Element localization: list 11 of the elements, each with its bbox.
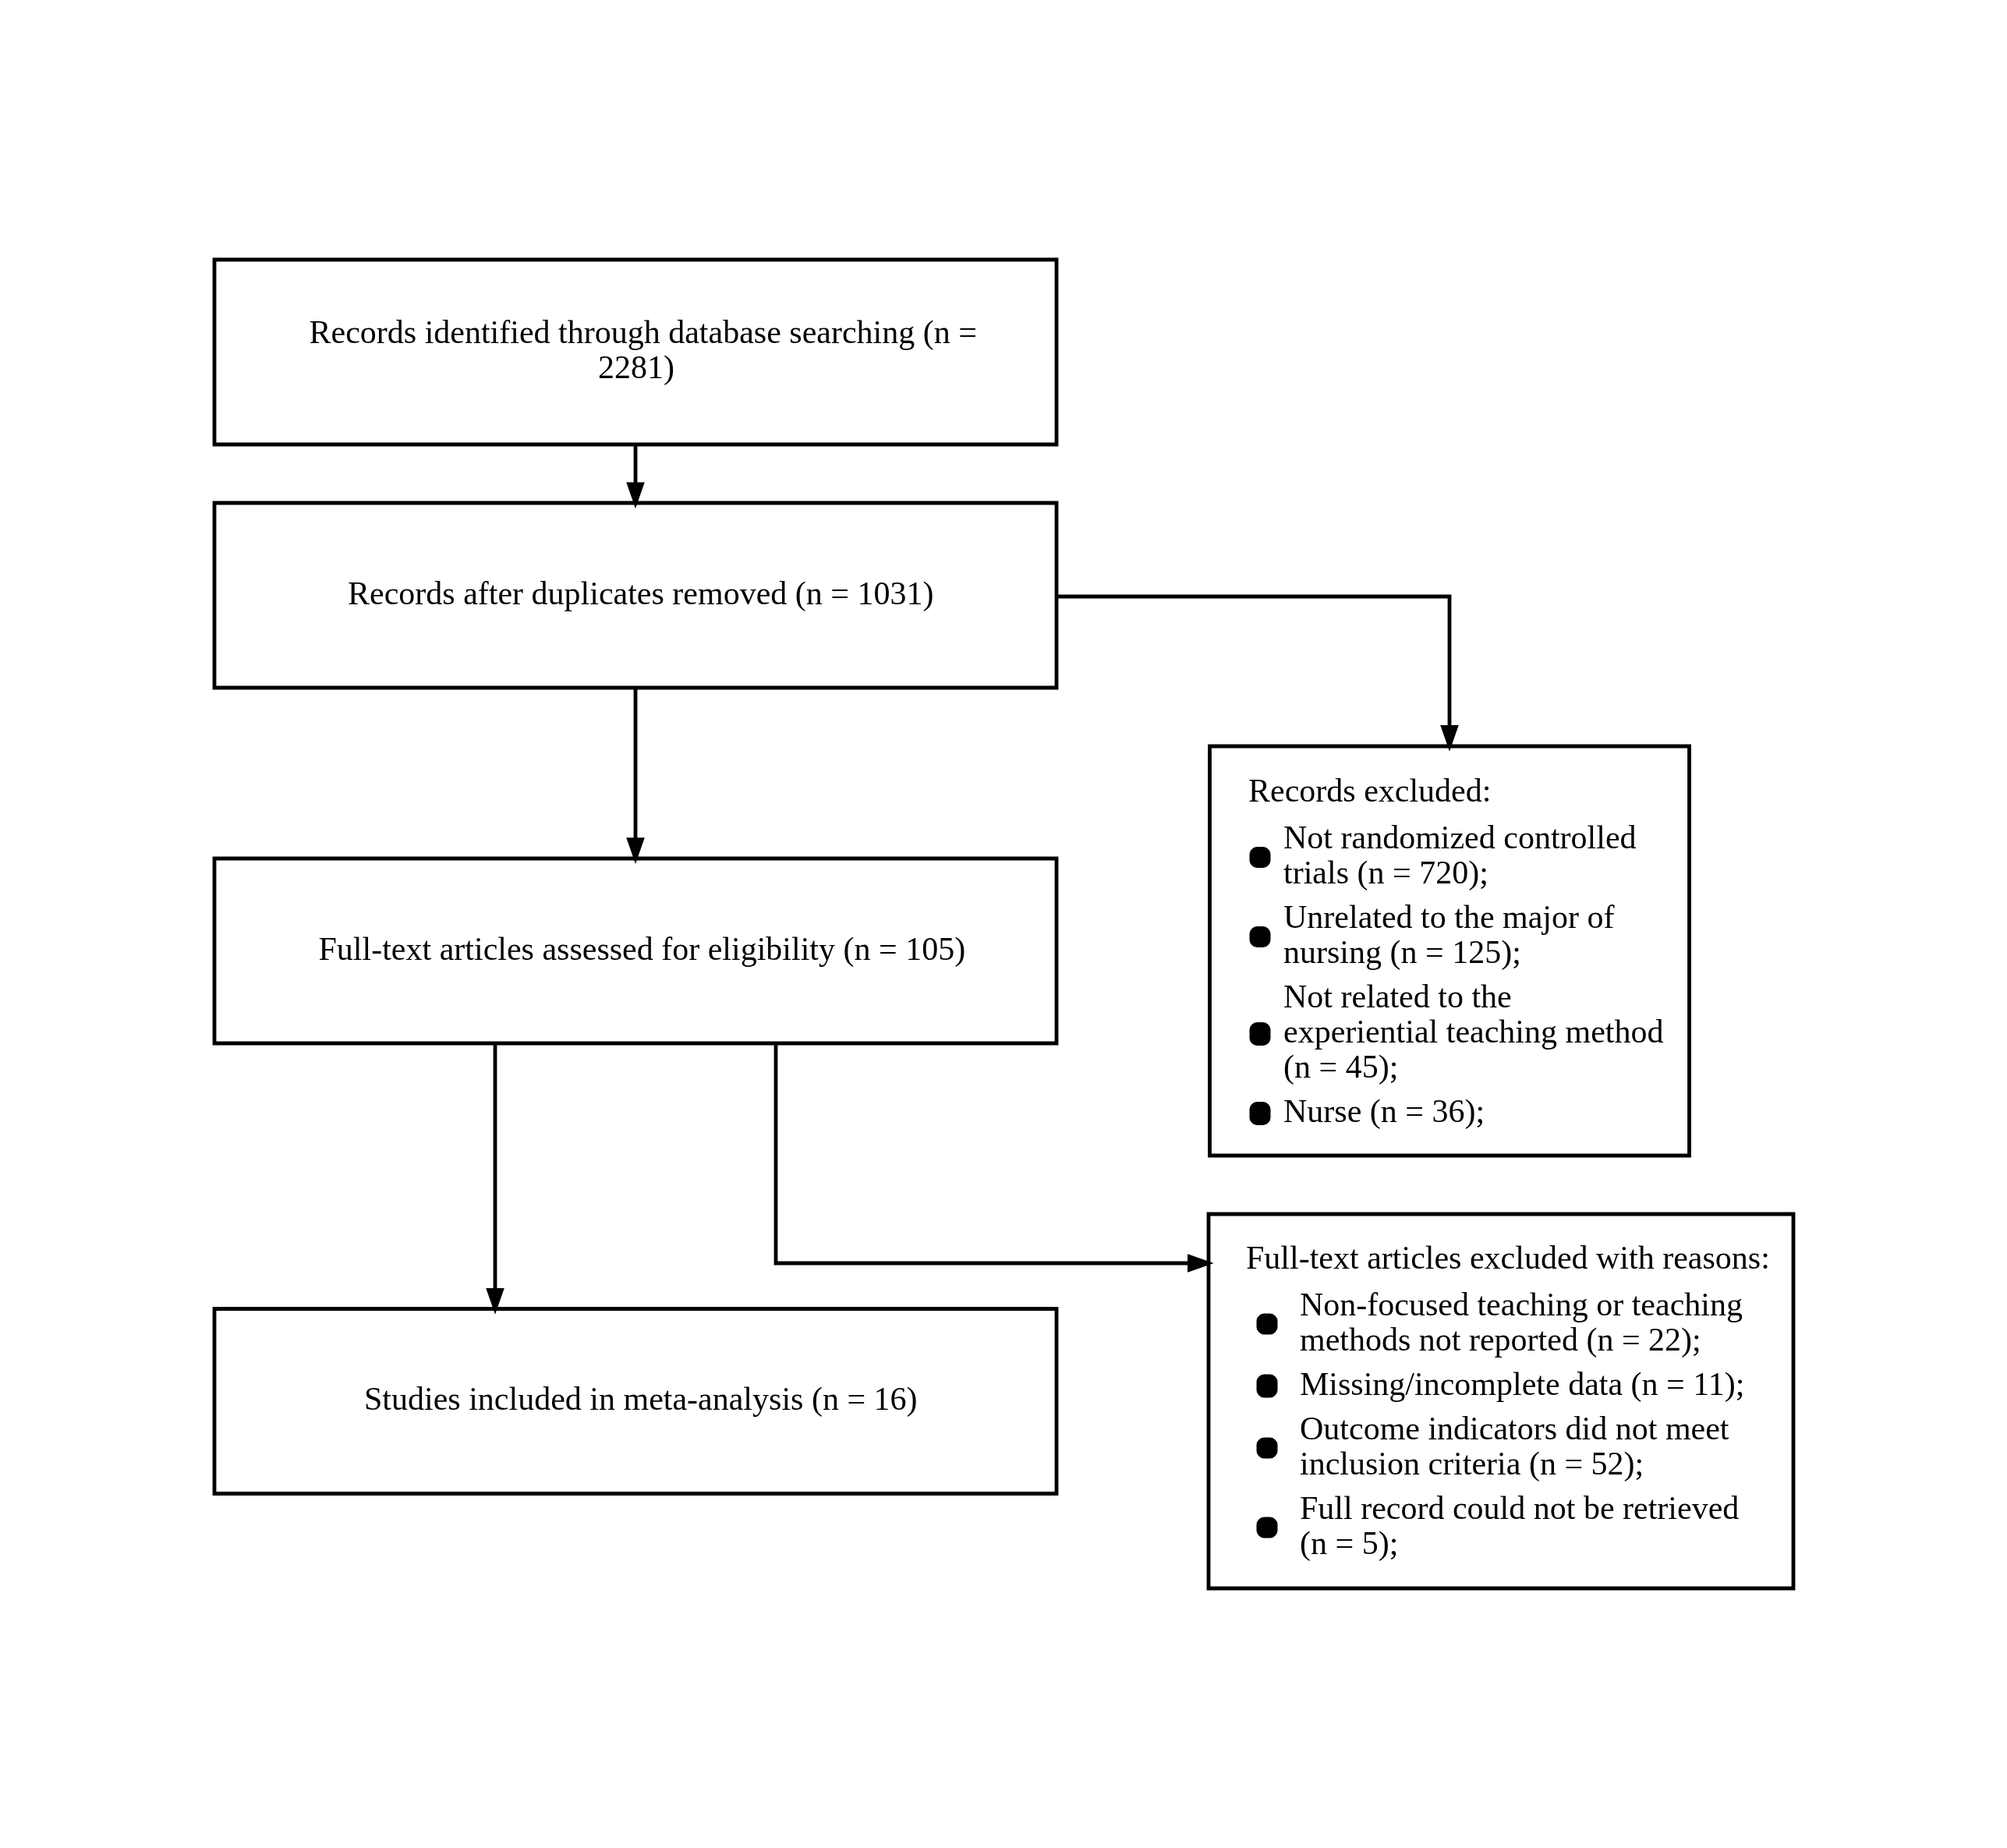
arrow [773, 1043, 1214, 1273]
node-box: Full-text articles excluded with reasons: Non-focused teaching or teaching methods not reported (n = 22); Missing/incomplete data (n = 11); Outcome indicators did not meet inclusion criteria (n = 52); Full record could not be retrieved (n = 5); [1206, 1212, 1795, 1591]
node-box: Records excluded: Not randomized controlled trials (n = 720); Unrelated to the major of nursing (n = 125); Not related to the experiential teaching method (n = 45); Nurse (n = 36); [1207, 744, 1691, 1158]
arrow [485, 1044, 504, 1315]
arrow [625, 444, 645, 509]
node-box: Records after duplicates removed (n = 1031) [212, 501, 1058, 690]
node-box: Studies included in meta-analysis (n = 16) [212, 1307, 1058, 1496]
arrow [625, 688, 645, 864]
node-box: Full-text articles assessed for eligibility (n = 105) [212, 856, 1058, 1046]
node-box: Records identified through database searching (n = 2281) [212, 257, 1058, 447]
arrow [1056, 594, 1459, 752]
